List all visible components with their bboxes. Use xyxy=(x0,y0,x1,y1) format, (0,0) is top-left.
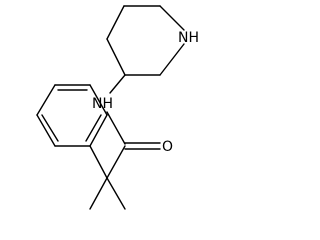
bond-quaternary-to-phenyl xyxy=(89,145,108,179)
amide-linkage xyxy=(106,74,161,179)
gem-dimethyl xyxy=(89,145,126,210)
bond-amide-n-to-carbonyl-c xyxy=(106,111,126,145)
atom-label-ring-nh: NH xyxy=(178,30,199,46)
atom-label-carbonyl-o: O xyxy=(162,139,173,155)
bond-ph-c2-c3 xyxy=(36,114,56,147)
bond-ph-c5-c6 xyxy=(89,84,108,116)
bond-ring-to-amide-n xyxy=(109,74,126,94)
bond-ring-c6-c1 xyxy=(106,5,125,40)
bond-quaternary-to-methyl-left xyxy=(89,177,108,210)
bond-carbonyl-c-to-quaternary-c xyxy=(106,145,126,179)
bond-ph-inner-1 xyxy=(41,114,59,142)
bond-ring-c3-n xyxy=(159,43,185,76)
bond-ph-c6-c1 xyxy=(89,114,108,147)
bond-ring-n-c5 xyxy=(159,5,185,31)
bond-ring-c1-c2 xyxy=(106,38,126,76)
phenyl-ring xyxy=(36,84,108,147)
atom-label-amide-nh: NH xyxy=(92,96,113,112)
bond-ph-inner-3 xyxy=(85,114,102,142)
piperidine-ring xyxy=(106,5,185,76)
bond-quaternary-to-methyl-right xyxy=(106,177,126,210)
bond-ph-c3-c4 xyxy=(36,84,56,116)
molecule-structure: NH NH O xyxy=(36,5,199,210)
